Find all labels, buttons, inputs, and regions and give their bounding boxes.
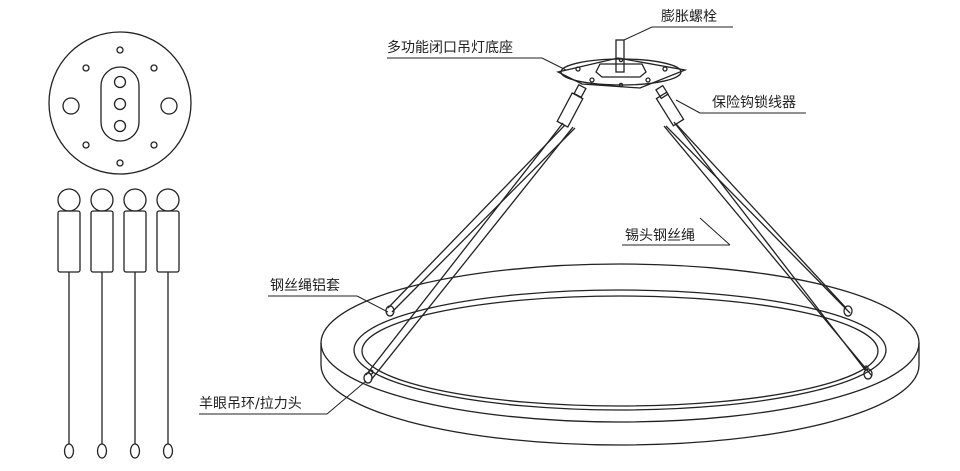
ring-lamp: [320, 263, 920, 446]
base-plate-top-view: [48, 31, 192, 175]
label-wire-rope-aluminum-sleeve: 钢丝绳铝套: [270, 278, 340, 294]
wire-ropes: [365, 121, 873, 381]
wire-assembly-4: [156, 188, 180, 459]
label-tin-head-wire-rope: 锡头钢丝绳: [625, 228, 695, 244]
label-expansion-bolt: 膨胀螺栓: [661, 8, 717, 25]
safety-hook-lock-left: [556, 83, 587, 128]
wire-assembly-1: [57, 188, 81, 459]
wire-assembly-2: [90, 188, 114, 459]
label-eye-hook-pull-head: 羊眼吊环/拉力头: [199, 396, 302, 412]
ceiling-base: [556, 57, 688, 89]
label-safety-hook-lock: 保险钩锁线器: [712, 95, 796, 111]
wire-assembly-3: [123, 188, 147, 459]
leader-lines: [199, 26, 806, 415]
safety-hook-lock-right: [655, 84, 685, 127]
expansion-bolt: [615, 39, 625, 73]
label-ceiling-base: 多功能闭口吊灯底座: [387, 39, 513, 56]
eye-hooks: [363, 305, 873, 384]
